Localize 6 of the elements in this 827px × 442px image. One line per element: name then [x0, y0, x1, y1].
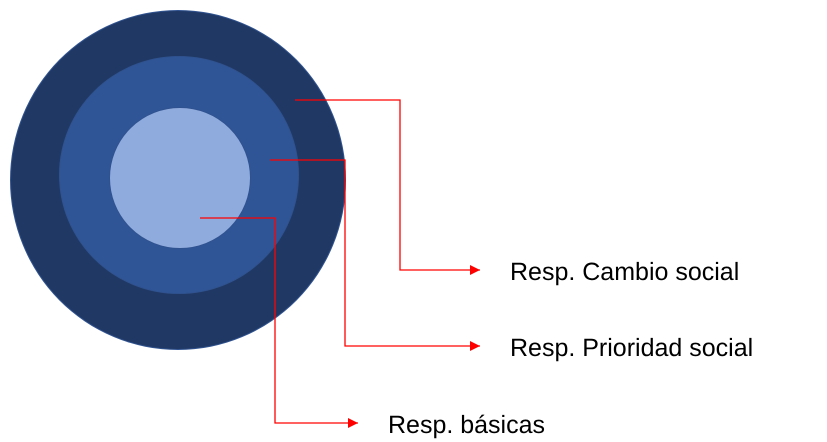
leader-line	[200, 217, 358, 428]
ring-label: Resp. Cambio social	[510, 257, 740, 287]
leader-line	[270, 159, 480, 351]
leader-line	[295, 99, 480, 275]
ring-label: Resp. Prioridad social	[510, 333, 754, 363]
ring-label: Resp. básicas	[388, 410, 546, 440]
